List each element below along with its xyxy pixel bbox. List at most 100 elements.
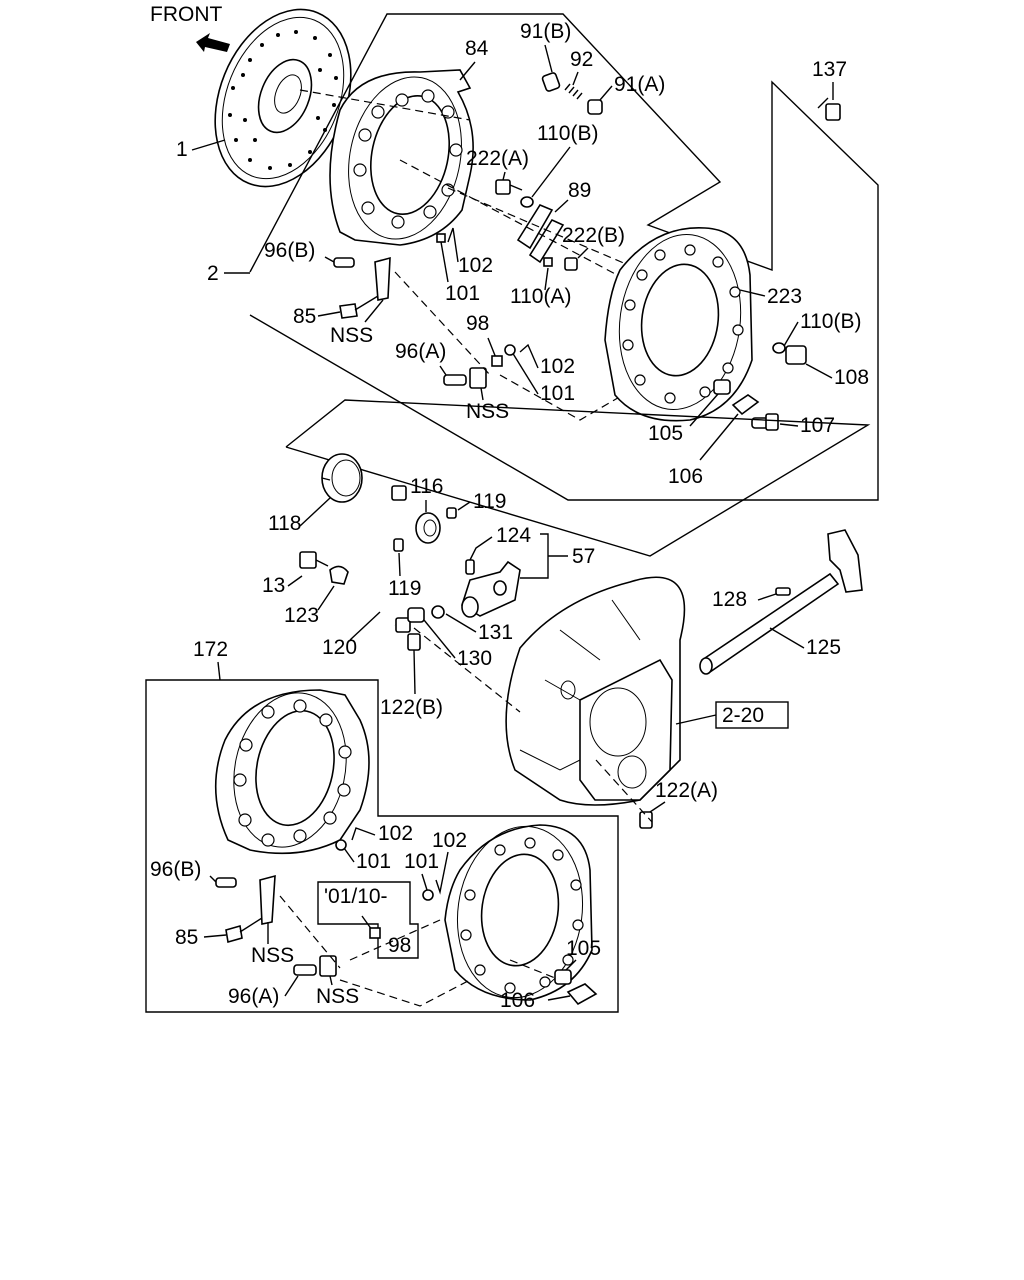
label-101-d: 101 bbox=[404, 850, 439, 873]
label-101-a: 101 bbox=[445, 282, 480, 305]
label-110b-top: 110(B) bbox=[537, 122, 598, 145]
label-85-bot: 85 bbox=[175, 926, 198, 949]
label-110a: 110(A) bbox=[510, 285, 571, 308]
label-98-bot: 98 bbox=[388, 934, 411, 957]
nss-a: NSS bbox=[330, 324, 373, 347]
label-102-d: 102 bbox=[432, 829, 467, 852]
label-91b: 91(B) bbox=[520, 20, 571, 43]
label-106-bot: 106 bbox=[500, 989, 535, 1012]
label-102-c: 102 bbox=[378, 822, 413, 845]
nut-105-top bbox=[713, 379, 731, 395]
fitting-116 bbox=[415, 512, 441, 544]
label-106-top: 106 bbox=[668, 465, 703, 488]
label-124: 124 bbox=[496, 524, 531, 547]
label-222b: 222(B) bbox=[562, 224, 625, 247]
bolt-124 bbox=[465, 559, 475, 575]
bolt-130 bbox=[407, 607, 425, 623]
clip-110a bbox=[543, 257, 553, 267]
assembly-2-outline bbox=[249, 13, 879, 501]
kit-172-outline bbox=[145, 679, 619, 1013]
label-128: 128 bbox=[712, 588, 747, 611]
plate-106-top bbox=[731, 394, 760, 416]
pin-101d bbox=[422, 889, 434, 901]
label-98-top: 98 bbox=[466, 312, 489, 335]
label-125: 125 bbox=[806, 636, 841, 659]
washer-131 bbox=[431, 605, 445, 619]
front-label: FRONT bbox=[150, 3, 222, 26]
label-137: 137 bbox=[812, 58, 847, 81]
bolt-13 bbox=[299, 551, 329, 569]
label-2: 2 bbox=[207, 262, 219, 285]
label-57: 57 bbox=[572, 545, 595, 568]
label-102-a: 102 bbox=[458, 254, 493, 277]
date-note-box bbox=[317, 881, 419, 959]
clip-98-bot bbox=[369, 927, 381, 939]
bushing-91b bbox=[541, 72, 561, 92]
label-110b-right: 110(B) bbox=[800, 310, 861, 333]
label-119-a: 119 bbox=[473, 490, 506, 513]
label-222a: 222(A) bbox=[466, 147, 529, 170]
bracket-85-top bbox=[339, 256, 391, 319]
label-96b-bot: 96(B) bbox=[150, 858, 201, 881]
nss-b: NSS bbox=[466, 400, 509, 423]
label-84: 84 bbox=[465, 37, 489, 60]
label-122a: 122(A) bbox=[655, 779, 718, 802]
washer-110b bbox=[520, 196, 534, 208]
screw-119b bbox=[393, 538, 404, 552]
fitting-122a bbox=[639, 811, 653, 829]
label-107: 107 bbox=[800, 414, 835, 437]
label-101-c: 101 bbox=[356, 850, 391, 873]
clip-123 bbox=[329, 565, 349, 585]
label-2-20: 2-20 bbox=[722, 704, 764, 727]
fitting-122b bbox=[407, 633, 421, 651]
label-118: 118 bbox=[268, 512, 301, 535]
washer-110b-right bbox=[772, 342, 786, 354]
bushing-91a bbox=[587, 99, 603, 115]
pin-101b bbox=[504, 344, 516, 356]
label-105-bot: 105 bbox=[566, 937, 601, 960]
label-13: 13 bbox=[262, 574, 285, 597]
screw-119a bbox=[446, 507, 457, 519]
bolt-96b-top bbox=[333, 257, 355, 268]
pin-101c bbox=[335, 839, 347, 851]
nut-108 bbox=[785, 345, 807, 365]
bolt-222b bbox=[564, 257, 578, 271]
label-1: 1 bbox=[176, 138, 188, 161]
pressure-plate-kit bbox=[214, 689, 370, 855]
bolt-96a-bot bbox=[293, 955, 337, 977]
label-105-top: 105 bbox=[648, 422, 683, 445]
label-92: 92 bbox=[570, 48, 593, 71]
label-130: 130 bbox=[457, 647, 492, 670]
label-91a: 91(A) bbox=[614, 73, 665, 96]
label-172: 172 bbox=[193, 638, 228, 661]
label-123: 123 bbox=[284, 604, 319, 627]
label-96a-bot: 96(A) bbox=[228, 985, 279, 1008]
shaft-125 bbox=[699, 529, 863, 675]
clutch-housing bbox=[505, 576, 686, 806]
label-116: 116 bbox=[410, 475, 443, 498]
flywheel-kit bbox=[444, 824, 593, 1001]
nss-d: NSS bbox=[316, 985, 359, 1008]
date-note: '01/10- bbox=[324, 885, 388, 908]
plate-106-bot bbox=[566, 983, 598, 1006]
assembly-middle-outline bbox=[285, 399, 871, 557]
label-89: 89 bbox=[568, 179, 591, 202]
label-96a-top: 96(A) bbox=[395, 340, 446, 363]
bearing-118 bbox=[321, 453, 363, 503]
label-96b-top: 96(B) bbox=[264, 239, 315, 262]
bolt-137 bbox=[817, 97, 841, 121]
label-108: 108 bbox=[834, 366, 869, 389]
label-120: 120 bbox=[322, 636, 357, 659]
bracket-57 bbox=[461, 560, 521, 618]
clip-98-top bbox=[491, 355, 503, 367]
pipe-120 bbox=[356, 485, 411, 633]
bolt-107 bbox=[751, 413, 779, 431]
label-101-b: 101 bbox=[540, 382, 575, 405]
bracket-85-bot bbox=[225, 874, 276, 944]
label-119-b: 119 bbox=[388, 577, 421, 600]
flywheel-223 bbox=[604, 227, 753, 422]
bolt-222a bbox=[495, 179, 523, 195]
lever-89 bbox=[516, 204, 565, 264]
nss-c: NSS bbox=[251, 944, 294, 967]
